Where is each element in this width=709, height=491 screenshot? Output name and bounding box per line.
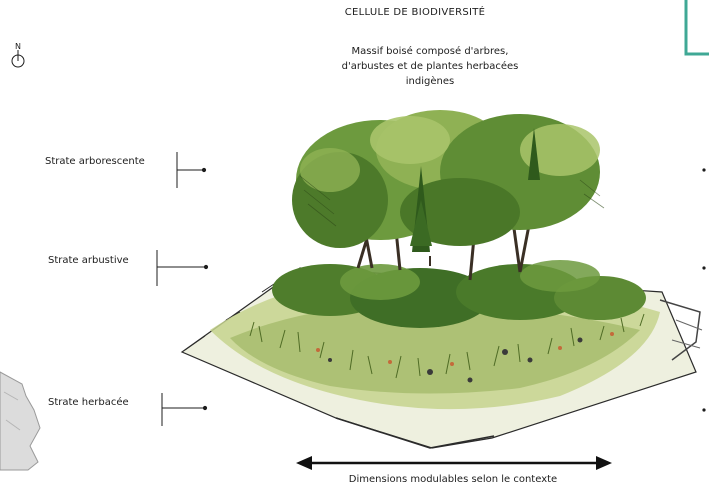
strata-label-herbacee: Strate herbacée <box>48 397 129 408</box>
strata-label-arbustive: Strate arbustive <box>48 255 129 266</box>
dimension-note: Dimensions modulables selon le contexte <box>318 474 588 485</box>
map-fragment <box>0 372 40 470</box>
right-leader-marks <box>702 168 705 411</box>
strata-leader-lines <box>157 152 208 426</box>
canopy-layer <box>292 110 604 266</box>
dimension-double-arrow-icon <box>296 456 612 470</box>
strata-label-arborescente: Strate arborescente <box>45 156 145 167</box>
